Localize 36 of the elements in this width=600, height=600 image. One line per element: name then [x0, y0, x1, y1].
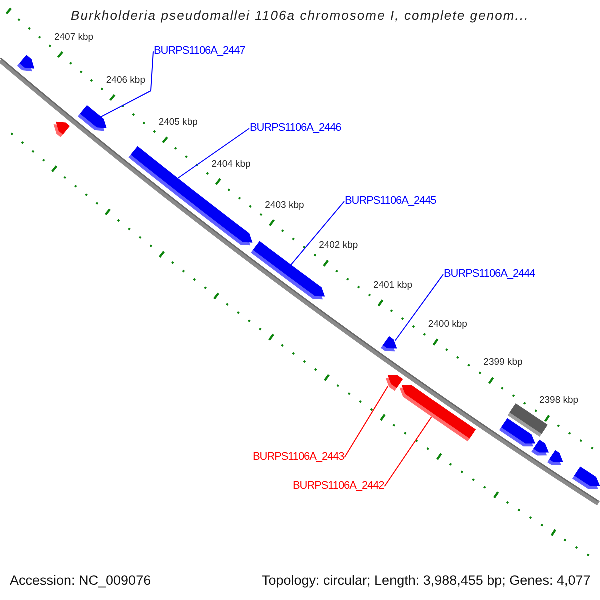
- tick-label: 2406 kbp: [106, 76, 146, 87]
- leader-line: [178, 128, 250, 179]
- leader-line: [394, 274, 444, 342]
- gene-feature: [78, 105, 107, 132]
- leader-line: [290, 201, 345, 266]
- leader-line: [344, 386, 389, 458]
- map-title: Burkholderia pseudomallei 1106a chromosome I, complete genom...: [71, 9, 530, 24]
- gene-feature: [572, 466, 600, 490]
- gene-feature: [386, 375, 404, 392]
- leader-line: [100, 51, 154, 118]
- gene-feature: [17, 55, 35, 72]
- tick-label: 2400 kbp: [428, 320, 468, 331]
- gene-label: BURPS1106A_2446: [250, 122, 342, 134]
- gene-label: BURPS1106A_2444: [444, 268, 536, 280]
- gene-feature: [532, 440, 550, 456]
- gene-feature: [400, 384, 476, 442]
- gene-feature: [380, 336, 398, 352]
- tick-label: 2403 kbp: [265, 200, 304, 212]
- tick-label: 2402 kbp: [319, 240, 358, 252]
- gene-feature: [548, 450, 564, 466]
- tick-label: 2399 kbp: [484, 358, 523, 369]
- genome-summary: Topology: circular; Length: 3,988,455 bp; Genes: 4,077: [262, 573, 591, 589]
- tick-label: 2407 kbp: [54, 33, 94, 44]
- gene-label: BURPS1106A_2443: [253, 451, 344, 463]
- gene-feature: [499, 418, 536, 447]
- gene-label: BURPS1106A_2447: [154, 45, 246, 57]
- tick-label: 2398 kbp: [539, 396, 579, 406]
- tick-label: 2401 kbp: [373, 280, 413, 292]
- accession-text: Accession: NC_009076: [10, 573, 152, 589]
- gene-label: BURPS1106A_2445: [345, 195, 436, 207]
- gene-feature: [54, 122, 70, 138]
- tick-label: 2404 kbp: [212, 160, 251, 171]
- gene-label: BURPS1106A_2442: [293, 480, 384, 492]
- leader-line: [384, 416, 432, 488]
- tick-label: 2405 kbp: [158, 118, 198, 130]
- gene-feature: [128, 146, 253, 246]
